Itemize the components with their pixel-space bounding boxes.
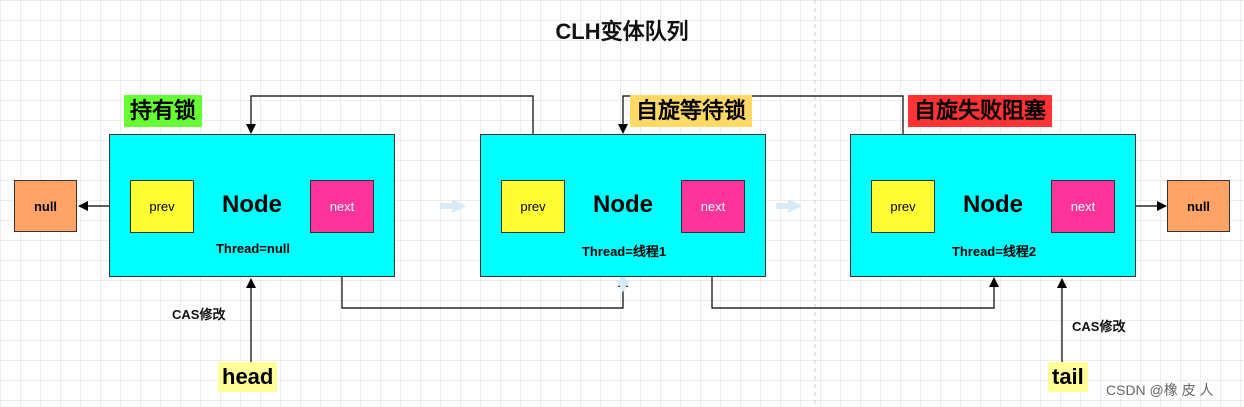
- node-label: Node: [593, 191, 653, 218]
- tail-cas-label: CAS修改: [1072, 319, 1126, 334]
- status-spin-blocked: 自旋失败阻塞: [908, 95, 1053, 127]
- null-box-right: null: [1167, 180, 1230, 232]
- node-1: prev Node next Thread=null: [109, 134, 395, 277]
- next-field: next: [310, 180, 374, 233]
- node-2: prev Node next Thread=线程1: [480, 134, 766, 277]
- diagram-title: CLH变体队列: [555, 19, 689, 44]
- thread-label: Thread=线程2: [951, 244, 1037, 259]
- null-box-left: null: [14, 180, 77, 232]
- next-field: next: [1051, 180, 1115, 233]
- node-label: Node: [963, 191, 1023, 218]
- watermark: CSDN @橡 皮 人: [1106, 382, 1214, 398]
- prev-field: prev: [501, 180, 565, 233]
- hint-arrow-left-icon: [440, 199, 466, 213]
- head-pointer: head: [218, 362, 278, 392]
- status-holding-lock: 持有锁: [124, 95, 203, 127]
- prev-field: prev: [871, 180, 935, 233]
- thread-label: Thread=线程1: [581, 244, 667, 259]
- head-cas-label: CAS修改: [172, 307, 226, 322]
- tail-pointer: tail: [1048, 362, 1088, 392]
- prev-field: prev: [130, 180, 194, 233]
- thread-label: Thread=null: [215, 241, 291, 256]
- status-spin-waiting: 自旋等待锁: [630, 95, 753, 127]
- node-3: prev Node next Thread=线程2: [850, 134, 1136, 277]
- hint-arrow-right-icon: [776, 199, 802, 213]
- node-label: Node: [222, 191, 282, 218]
- next-field: next: [681, 180, 745, 233]
- hint-arrow-down-icon: [616, 272, 630, 292]
